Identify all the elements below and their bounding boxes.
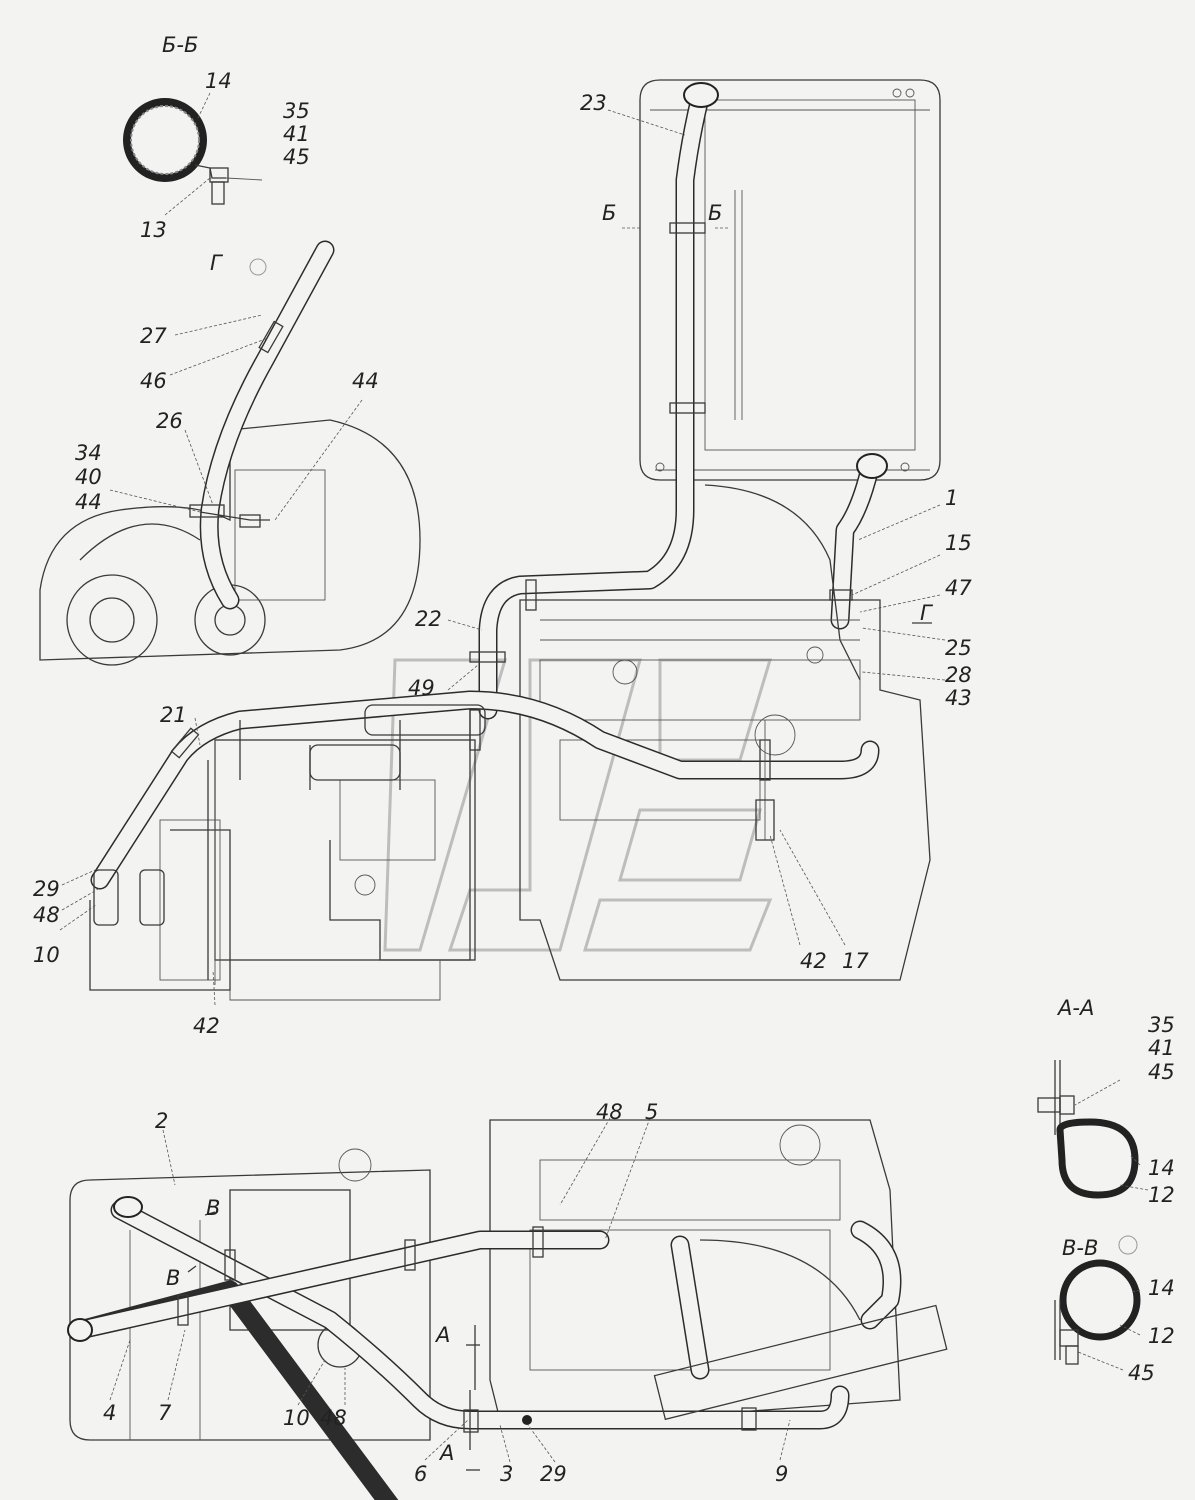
callout-44-left: 44 [75,490,102,514]
section-aa-clamp [1037,1060,1149,1199]
callout-14-bb: 14 [205,69,232,93]
section-mark-b-right: Б [708,201,722,225]
callout-17: 17 [842,949,869,973]
section-bb-clamp [123,92,263,216]
callout-10: 10 [33,943,60,967]
section-titles: Б-Б Г А-А В-В Б Б Г А А В В [162,33,1098,1465]
callout-15: 15 [945,531,972,555]
pipe-23 [469,82,730,720]
callout-42-left: 42 [193,1014,220,1038]
callout-13: 13 [140,218,167,242]
callout-35-bb: 35 [283,99,310,123]
callout-45-bb: 45 [283,145,310,169]
callout-29-bottom: 29 [540,1462,567,1486]
callout-26: 26 [156,409,183,433]
callout-45-aa: 45 [1148,1060,1175,1084]
view-g-gearbox [39,240,421,666]
callout-23: 23 [580,91,607,115]
callouts-section-aa: 35 41 45 14 12 [1148,1013,1175,1207]
callout-41-bb: 41 [283,122,310,146]
callout-48-top: 48 [596,1100,623,1124]
section-marks [187,622,932,1471]
callout-41-aa: 41 [1148,1036,1175,1060]
view-mark-g: Г [920,601,934,625]
callout-35-aa: 35 [1148,1013,1175,1037]
callout-12-aa: 12 [1148,1183,1175,1207]
callout-48: 48 [33,903,60,927]
callout-43: 43 [945,686,972,710]
engine-side-view [59,599,931,1006]
callout-14-vv: 14 [1148,1276,1175,1300]
pipe-1-15 [704,453,946,681]
callout-4: 4 [103,1401,116,1425]
callout-3: 3 [500,1462,513,1486]
callouts-section-vv: 14 12 45 [1128,1276,1175,1385]
callout-1: 1 [945,486,958,510]
view-title-g: Г [210,251,224,275]
callout-27: 27 [140,324,167,348]
section-title-vv: В-В [1062,1236,1098,1260]
section-title-aa: А-А [1056,996,1094,1020]
callout-14-aa: 14 [1148,1156,1175,1180]
callout-12-vv: 12 [1148,1324,1175,1348]
callout-22: 22 [415,607,442,631]
callouts-bottom: 2 48 5 4 7 10 48 6 3 29 9 [103,1100,788,1486]
callout-44-top: 44 [352,369,379,393]
radiator-frame [639,79,941,481]
callouts-top: 23 1 15 47 25 28 43 22 49 21 29 48 10 42… [33,69,972,1038]
callout-7: 7 [158,1401,172,1425]
callout-28: 28 [945,663,972,687]
callout-10-bottom: 10 [283,1406,310,1430]
callout-42-right: 42 [800,949,827,973]
callout-25: 25 [945,636,972,660]
callout-6: 6 [414,1462,427,1486]
section-title-bb: Б-Б [162,33,198,57]
callout-49: 49 [408,676,435,700]
callout-5: 5 [645,1100,658,1124]
section-mark-v-bottom: В [166,1266,180,1290]
section-mark-v-top: В [206,1196,220,1220]
callout-45-vv: 45 [1128,1361,1155,1385]
section-vv-clamp [1054,1235,1141,1371]
callout-48-bottom: 48 [320,1406,347,1430]
callout-2: 2 [155,1109,168,1133]
section-mark-a-top: А [434,1323,450,1347]
section-mark-a-bottom: А [438,1441,454,1465]
section-mark-b-left: Б [602,201,616,225]
callout-29: 29 [33,877,60,901]
callout-46: 46 [140,369,167,393]
callout-47: 47 [945,576,972,600]
callout-34: 34 [75,441,102,465]
callout-40: 40 [75,465,102,489]
engine-top-view [67,1117,948,1500]
callout-9: 9 [775,1462,788,1486]
callout-21: 21 [160,703,187,727]
